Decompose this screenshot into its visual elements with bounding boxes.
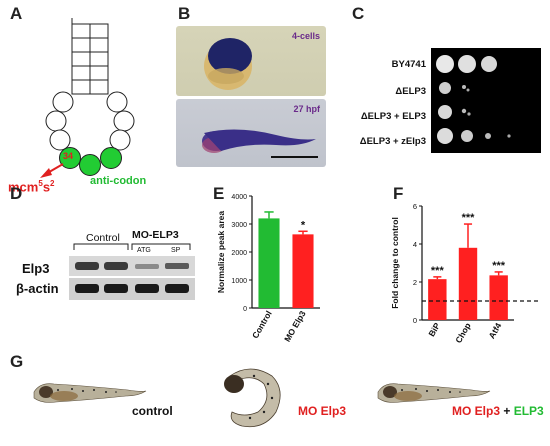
yeast-spot-assay-plate	[431, 48, 541, 153]
panel-a-letter: A	[10, 4, 23, 23]
strain-label-delp3: ΔELP3	[395, 86, 426, 97]
embryo-27hpf-image	[202, 129, 318, 158]
y-tick-label: 2000	[231, 250, 247, 257]
western-row-elp3-label: Elp3	[22, 261, 50, 276]
position-34-label: 34	[63, 151, 74, 161]
larva-rescue-label: MO Elp3 + ELP3	[452, 404, 544, 418]
western-group-mo-label: MO-ELP3	[132, 229, 179, 241]
panel-e-letter: E	[213, 184, 225, 203]
category-label: Chop	[453, 321, 473, 345]
y-tick-label: 1000	[231, 278, 247, 285]
western-sub-sp-label: SP	[171, 247, 181, 254]
bar-bip	[428, 279, 447, 320]
category-label: Atf4	[486, 321, 503, 341]
strain-label-delp3-elp3: ΔELP3 + ELP3	[360, 111, 426, 122]
panel-c-letter: C	[352, 4, 365, 23]
trna-cloverleaf-diagram	[40, 18, 135, 178]
western-row-actin-label: β-actin	[16, 281, 59, 296]
y-tick-label: 3000	[231, 222, 247, 229]
significance-mark: ***	[492, 260, 506, 272]
rescue-plus-text: +	[500, 404, 514, 418]
western-sub-atg-label: ATG	[137, 247, 151, 254]
embryo-27hpf-photo: 27 hpf	[176, 99, 326, 167]
rescue-elp3-text: ELP3	[513, 404, 544, 418]
y-tick-label: 4	[413, 240, 417, 249]
significance-mark: ***	[462, 212, 476, 224]
y-tick-label: 0	[413, 316, 417, 325]
larva-control-label: control	[132, 404, 173, 418]
y-tick-label: 0	[243, 306, 247, 313]
larva-mo-elp3-image	[224, 368, 281, 428]
mcm5s2-label: mcm5s2	[8, 179, 55, 195]
significance-mark: *	[301, 219, 306, 231]
category-label: MO Elp3	[282, 309, 308, 344]
significance-mark: ***	[431, 265, 445, 277]
y-tick-label: 2	[413, 278, 417, 287]
strain-label-wt: BY4741	[391, 59, 426, 70]
y-axis-label: Normalize peak area	[216, 211, 226, 293]
category-label: BiP	[426, 321, 442, 339]
label-4-cells: 4-cells	[291, 31, 320, 41]
panel-d-letter: D	[10, 184, 23, 203]
bar-chop	[458, 247, 478, 320]
panel-g-letter: G	[10, 352, 24, 371]
anticodon-label: anti-codon	[90, 175, 147, 187]
bar-control	[258, 218, 280, 308]
bar-atf4	[489, 275, 508, 320]
y-tick-label: 4000	[231, 194, 247, 201]
y-tick-label: 6	[413, 202, 417, 211]
embryo-4-cell-image	[204, 38, 252, 90]
western-group-brackets	[73, 243, 191, 250]
larva-rescue-image	[377, 383, 491, 403]
category-label: Control	[250, 309, 274, 340]
embryo-4-cell-photo: 4-cells	[176, 26, 326, 96]
panel-f-letter: F	[393, 184, 404, 203]
western-group-control-label: Control	[86, 232, 120, 244]
panel-b-letter: B	[178, 4, 191, 23]
label-27-hpf: 27 hpf	[293, 104, 320, 114]
larva-mo-elp3-label: MO Elp3	[298, 404, 347, 418]
y-axis-label: Fold change to control	[390, 217, 400, 309]
western-blot-image	[69, 256, 195, 300]
rescue-mo-text: MO Elp3	[452, 404, 501, 418]
strain-label-delp3-zelp3: ΔELP3 + zElp3	[359, 136, 426, 147]
larva-control-image	[33, 383, 147, 403]
bar-mo-elp3	[292, 234, 314, 308]
